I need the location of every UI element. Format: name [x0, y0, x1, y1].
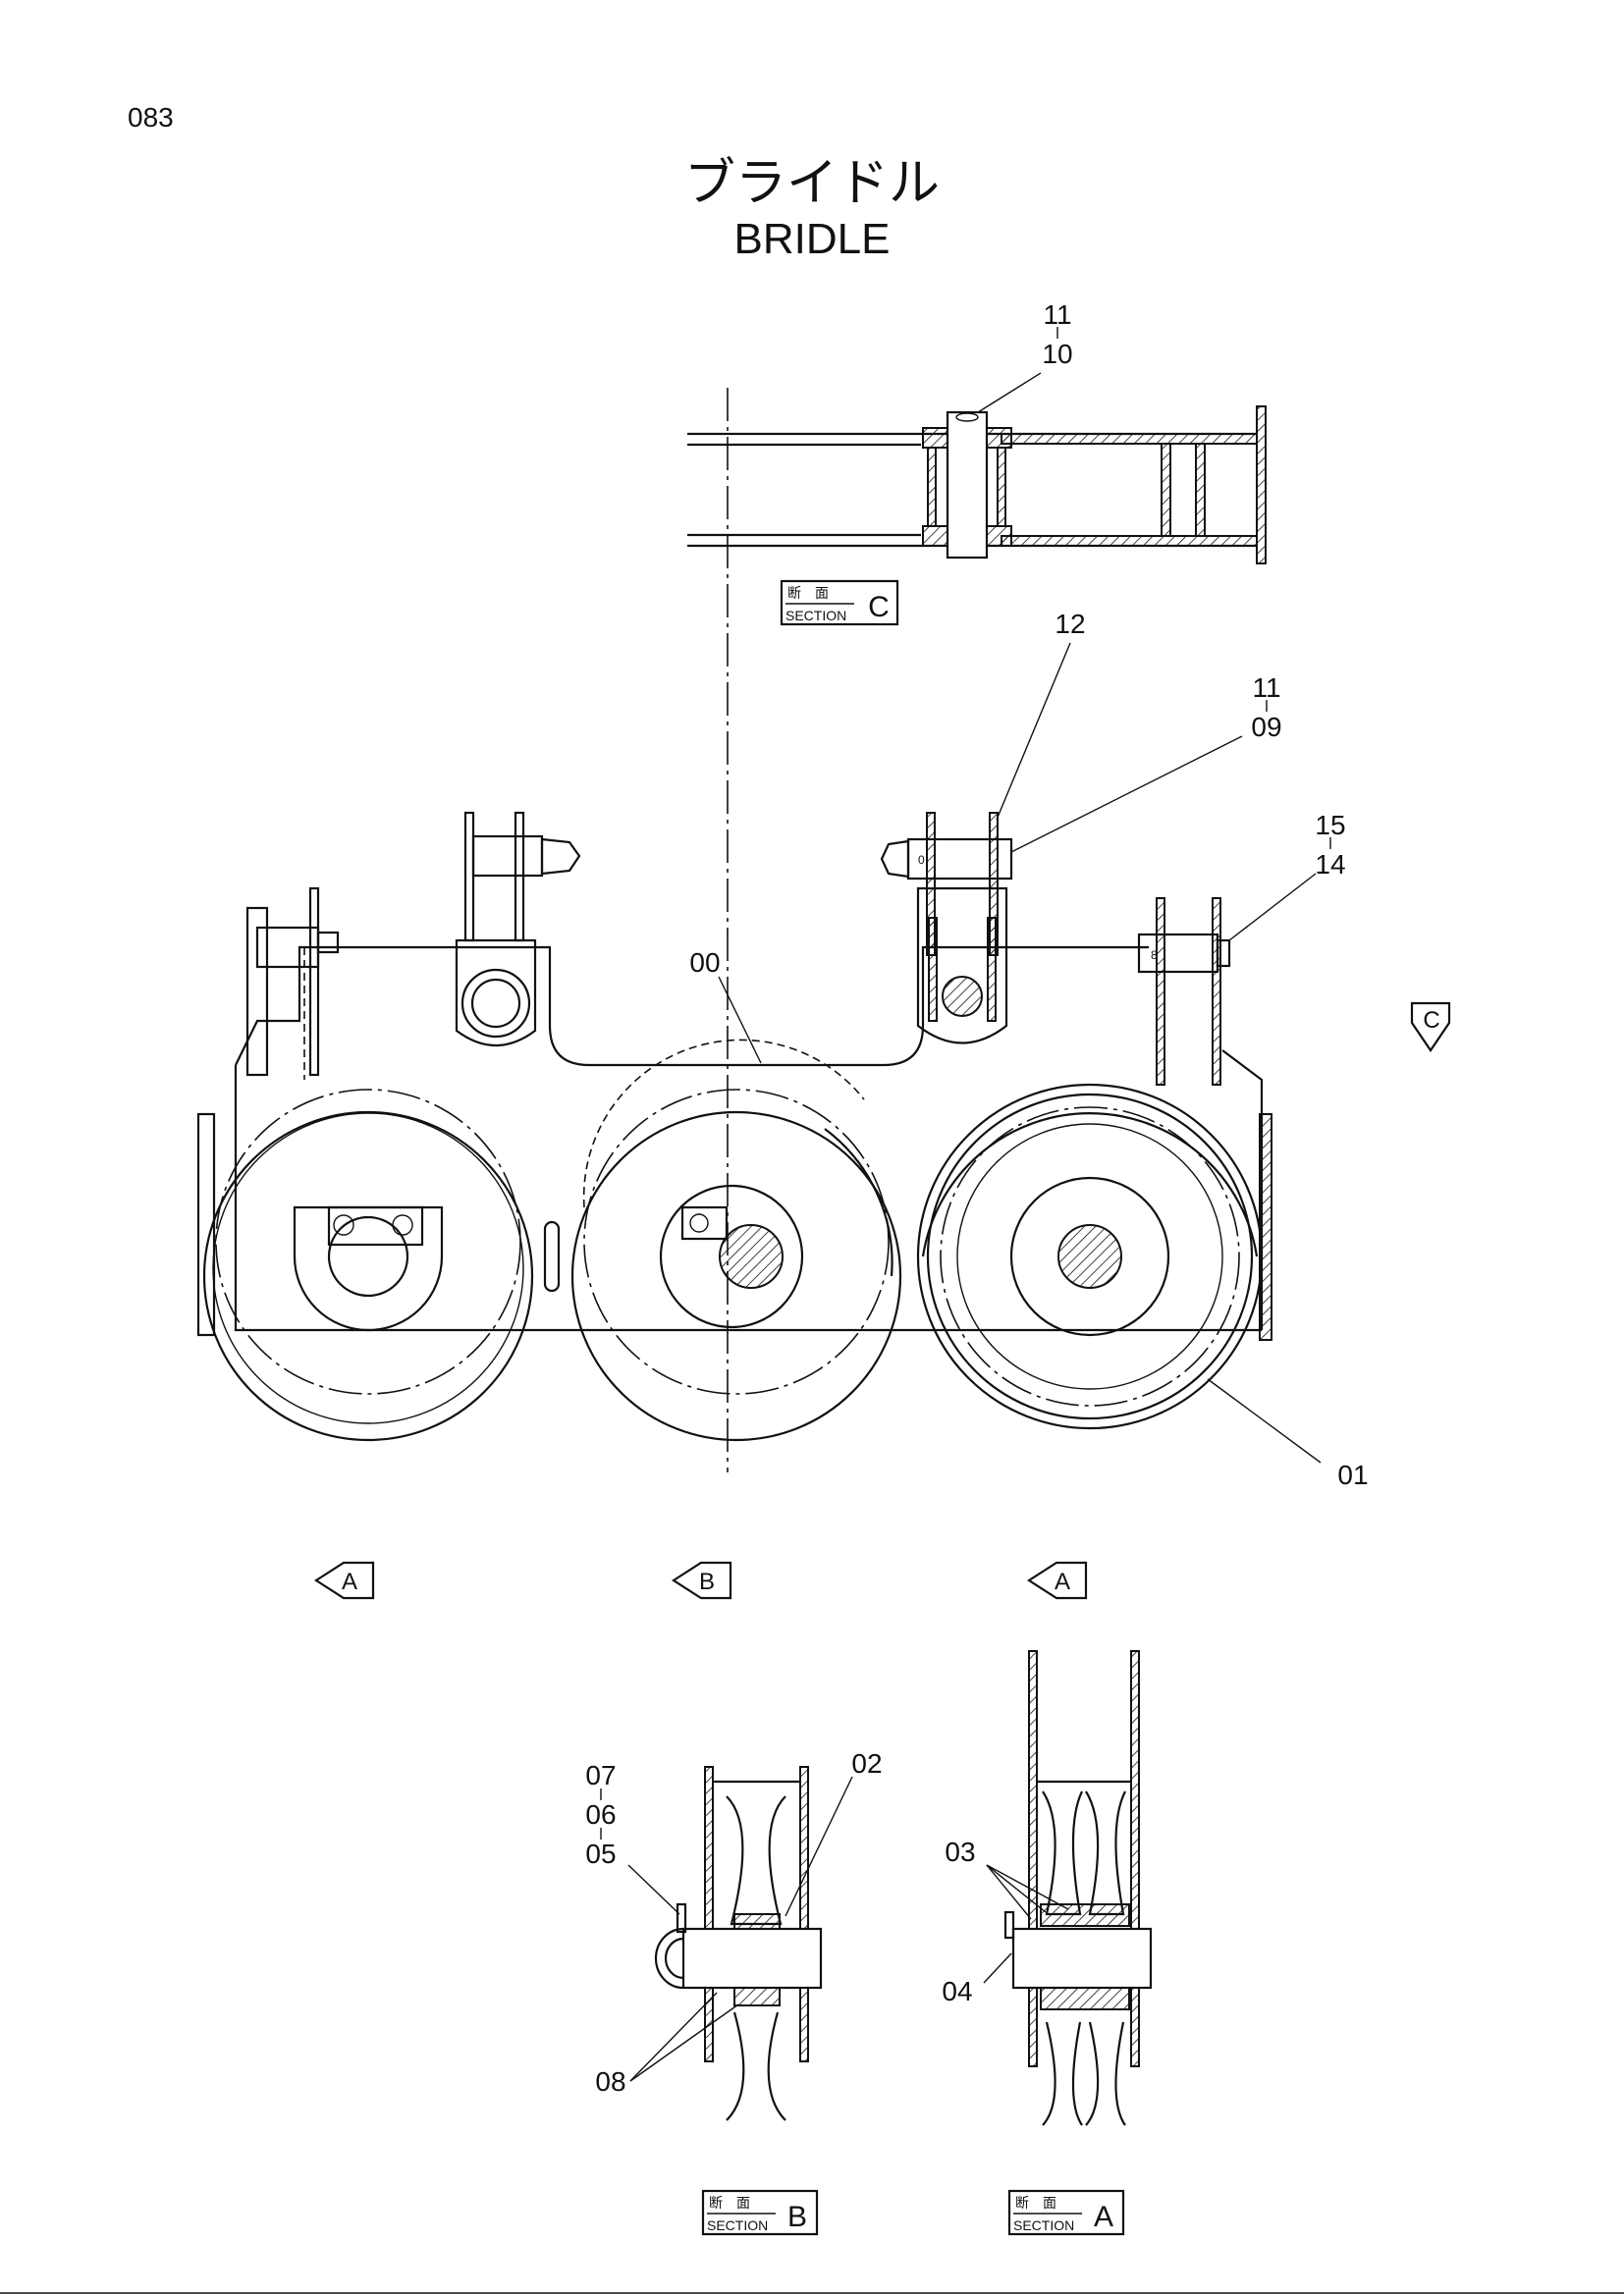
svg-text:C: C [1423, 1007, 1439, 1034]
leader-08a [629, 1992, 718, 2082]
leader-10 [977, 372, 1042, 413]
svg-text:SECTION: SECTION [707, 2217, 768, 2233]
leader-03a [986, 1864, 1032, 1920]
leader-00 [718, 976, 762, 1064]
bridle-side-view: 0 8 [196, 609, 1451, 1490]
svg-text:断 面: 断 面 [1015, 2195, 1056, 2211]
svg-text:A: A [1055, 1569, 1070, 1595]
leader-04 [983, 1952, 1012, 1984]
label-part-07: 07 [585, 1760, 616, 1790]
view-marker-a-left: A [313, 1561, 375, 1600]
label-part-04: 04 [942, 1976, 972, 2006]
leader-03b [986, 1864, 1047, 1913]
svg-text:断 面: 断 面 [709, 2195, 750, 2211]
section-a-view [1003, 1650, 1153, 2126]
section-letter-a: A [1094, 2201, 1113, 2233]
svg-text:A: A [342, 1569, 357, 1595]
label-part-14: 14 [1315, 849, 1345, 880]
section-tag-c: 断 面 SECTION C [780, 579, 899, 626]
section-tag-en: SECTION [785, 608, 846, 623]
leader-08b [629, 2003, 739, 2082]
label-part-15: 15 [1315, 810, 1345, 840]
label-part-03: 03 [945, 1837, 975, 1867]
section-tag-a: 断 面 SECTION A [1007, 2189, 1125, 2236]
label-part-06: 06 [585, 1799, 616, 1830]
section-letter-c: C [868, 591, 890, 623]
view-marker-a-right: A [1026, 1561, 1088, 1600]
leader-01 [1207, 1378, 1322, 1464]
section-b-view [654, 1766, 823, 2121]
label-part-10: 10 [1042, 339, 1072, 369]
leader-09 [1010, 735, 1243, 853]
label-part-01: 01 [1337, 1460, 1368, 1490]
label-part-11: 11 [1043, 299, 1071, 330]
title-english: BRIDLE [733, 215, 891, 263]
leader-12 [996, 642, 1071, 821]
sheave-middle [570, 1039, 902, 1442]
svg-text:B: B [699, 1569, 715, 1595]
section-tag-jp: 断 面 [787, 585, 829, 601]
leader-14 [1228, 873, 1317, 941]
leader-02 [785, 1776, 853, 1917]
label-part-00: 00 [689, 947, 720, 978]
view-marker-b: B [671, 1561, 732, 1600]
pin-head [955, 412, 979, 422]
view-marker-c: C [1410, 1001, 1451, 1052]
label-part-02: 02 [851, 1748, 882, 1779]
pin-mark-right: 8 [1151, 948, 1158, 962]
svg-text:SECTION: SECTION [1013, 2217, 1074, 2233]
leader-05 [627, 1864, 680, 1915]
leader-03c [986, 1864, 1069, 1910]
label-part-05: 05 [585, 1839, 616, 1869]
label-part-12: 12 [1055, 609, 1085, 639]
title-japanese: ブライドル [683, 154, 940, 213]
label-part-09: 09 [1251, 712, 1281, 742]
sheave-right [916, 1083, 1264, 1430]
sheave-left [202, 1089, 534, 1442]
section-tag-b: 断 面 SECTION B [701, 2189, 819, 2236]
label-part-11-mid: 11 [1252, 672, 1280, 703]
section-c-view: 11 10 断 面 SECTION C [687, 299, 1267, 1472]
page-number: 083 [128, 102, 174, 133]
section-letter-b: B [787, 2201, 807, 2233]
pin-mark: 0 [918, 853, 925, 867]
label-part-08: 08 [595, 2066, 625, 2097]
